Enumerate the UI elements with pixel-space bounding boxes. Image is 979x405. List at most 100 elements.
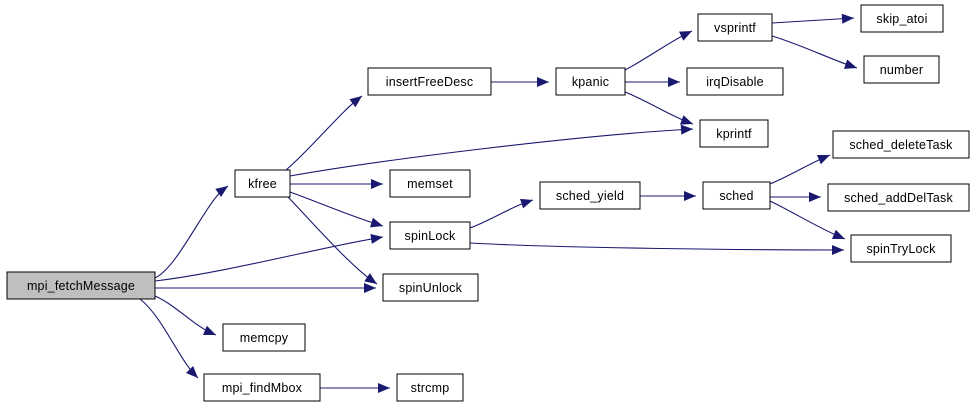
edge-vsprintf-to-number <box>771 35 858 69</box>
edge-spinLock-to-spinTryLock <box>469 242 845 255</box>
node-sched_addDelTask[interactable]: sched_addDelTask <box>827 183 970 212</box>
node-sched_yield[interactable]: sched_yield <box>539 181 641 210</box>
edge-kfree-to-spinLock <box>289 191 384 228</box>
node-box[interactable] <box>863 55 940 84</box>
node-box[interactable] <box>367 67 492 96</box>
arrowhead-icon <box>349 96 362 108</box>
node-label: spinLock <box>405 229 456 243</box>
node-label: irqDisable <box>706 75 764 89</box>
node-box[interactable] <box>203 373 321 402</box>
edge-kfree-to-spinUnlock <box>287 196 378 285</box>
node-label: vsprintf <box>714 21 756 35</box>
node-box[interactable] <box>389 221 471 250</box>
edge-insertFreeDesc-to-kpanic <box>491 77 549 87</box>
node-box[interactable] <box>697 13 773 42</box>
node-sched_deleteTask[interactable]: sched_deleteTask <box>832 130 970 159</box>
node-label: sched_deleteTask <box>849 138 953 152</box>
arrowhead-icon <box>680 124 693 135</box>
arrowhead-icon <box>215 186 228 197</box>
arrowhead-icon <box>668 77 680 87</box>
node-kprintf[interactable]: kprintf <box>699 119 769 148</box>
node-box[interactable] <box>389 169 471 198</box>
arrowhead-icon <box>364 273 377 284</box>
node-insertFreeDesc[interactable]: insertFreeDesc <box>367 67 492 96</box>
edges-layer <box>139 13 858 393</box>
arrowhead-icon <box>684 191 696 201</box>
node-strcmp[interactable]: strcmp <box>396 373 464 402</box>
arrowhead-icon <box>680 115 693 125</box>
node-label: insertFreeDesc <box>386 75 474 89</box>
edge-mpi_fetchMessage-to-spinLock <box>154 233 384 282</box>
edge-kfree-to-memset <box>290 179 383 189</box>
edge-line <box>771 35 858 69</box>
node-label: memcpy <box>240 331 289 345</box>
arrowhead-icon <box>809 192 821 202</box>
node-spinTryLock[interactable]: spinTryLock <box>850 234 952 263</box>
arrowhead-icon <box>364 283 376 293</box>
node-box[interactable] <box>699 119 769 148</box>
node-box[interactable] <box>702 181 771 210</box>
edge-sched-to-sched_deleteTask <box>769 154 831 185</box>
node-box[interactable] <box>850 234 952 263</box>
edge-kfree-to-insertFreeDesc <box>285 95 363 171</box>
arrowhead-icon <box>186 365 198 378</box>
node-label: strcmp <box>411 381 450 395</box>
edge-spinLock-to-sched_yield <box>469 198 534 229</box>
node-label: spinUnlock <box>399 281 463 295</box>
edge-line <box>469 242 845 251</box>
node-label: spinTryLock <box>866 242 936 256</box>
arrowhead-icon <box>370 217 383 228</box>
arrowhead-icon <box>831 244 844 255</box>
arrowhead-icon <box>520 198 533 209</box>
edge-line <box>154 236 384 282</box>
node-box[interactable] <box>234 169 291 198</box>
edge-mpi_fetchMessage-to-kfree <box>154 185 229 279</box>
node-box[interactable] <box>382 273 479 302</box>
node-mpi_fetchMessage[interactable]: mpi_fetchMessage <box>6 271 156 300</box>
arrowhead-icon <box>371 179 383 189</box>
edge-kpanic-to-vsprintf <box>624 30 693 71</box>
arrowhead-icon <box>679 31 692 41</box>
node-skip_atoi[interactable]: skip_atoi <box>860 4 944 33</box>
node-label: mpi_findMbox <box>222 381 303 395</box>
edge-line <box>154 185 229 279</box>
node-mpi_findMbox[interactable]: mpi_findMbox <box>203 373 321 402</box>
node-label: kpanic <box>572 75 609 89</box>
node-label: sched_addDelTask <box>844 191 953 205</box>
node-box[interactable] <box>827 183 970 212</box>
node-memcpy[interactable]: memcpy <box>222 323 306 352</box>
arrowhead-icon <box>370 233 383 244</box>
edge-sched-to-sched_addDelTask <box>770 192 821 202</box>
node-box[interactable] <box>860 4 944 33</box>
node-box[interactable] <box>222 323 306 352</box>
node-label: sched <box>719 189 753 203</box>
node-box[interactable] <box>539 181 641 210</box>
node-kfree[interactable]: kfree <box>234 169 291 198</box>
edge-mpi_fetchMessage-to-spinUnlock <box>155 283 376 293</box>
node-label: kfree <box>248 177 277 191</box>
node-memset[interactable]: memset <box>389 169 471 198</box>
node-kpanic[interactable]: kpanic <box>555 67 626 96</box>
node-irqDisable[interactable]: irqDisable <box>686 67 784 96</box>
node-sched[interactable]: sched <box>702 181 771 210</box>
edge-kfree-to-kprintf <box>289 124 694 177</box>
edge-kpanic-to-kprintf <box>624 91 694 125</box>
node-vsprintf[interactable]: vsprintf <box>697 13 773 42</box>
edge-vsprintf-to-skip_atoi <box>771 13 855 24</box>
node-spinUnlock[interactable]: spinUnlock <box>382 273 479 302</box>
edge-line <box>289 128 694 177</box>
arrowhead-icon <box>378 383 390 393</box>
node-label: mpi_fetchMessage <box>27 279 135 293</box>
node-spinLock[interactable]: spinLock <box>389 221 471 250</box>
node-box[interactable] <box>686 67 784 96</box>
node-box[interactable] <box>6 271 156 300</box>
edge-line <box>285 95 363 171</box>
node-box[interactable] <box>396 373 464 402</box>
arrowhead-icon <box>203 325 216 335</box>
node-box[interactable] <box>832 130 970 159</box>
node-number[interactable]: number <box>863 55 940 84</box>
node-label: kprintf <box>716 127 752 141</box>
nodes-layer: mpi_fetchMessage kfree memcpy mpi_findMbox i… <box>6 4 970 402</box>
node-box[interactable] <box>555 67 626 96</box>
